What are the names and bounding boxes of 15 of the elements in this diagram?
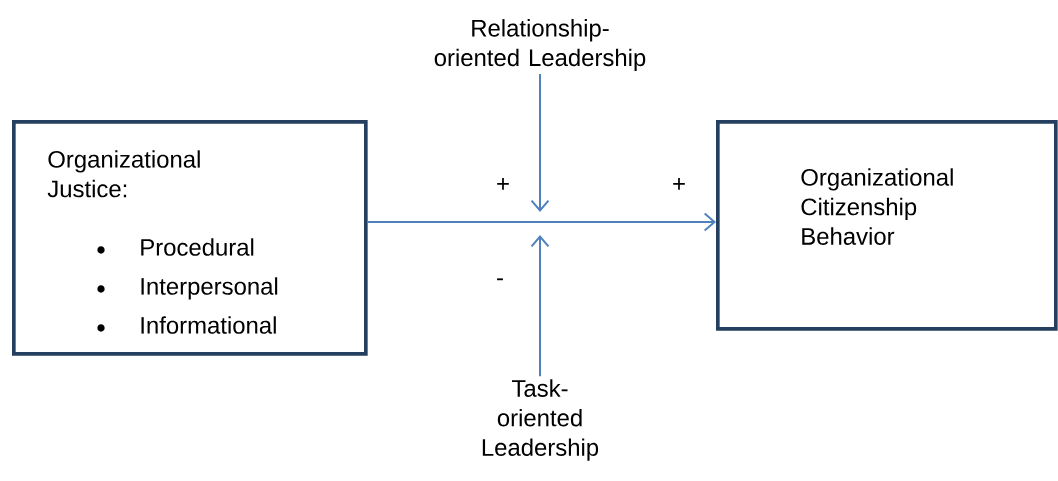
concept-box bbox=[716, 120, 1058, 331]
sign-label: - bbox=[497, 278, 503, 281]
construct-label: Relationship-oriented Leadership bbox=[434, 19, 646, 71]
arrow bbox=[366, 212, 716, 232]
box-text: Organizational Citizenship Behavior bbox=[801, 168, 953, 245]
heading-text: Organizational Justice: bbox=[47, 150, 200, 198]
arrow bbox=[530, 73, 550, 212]
concept-box bbox=[12, 120, 368, 356]
sign-label: + bbox=[497, 178, 509, 190]
list-item: Informational bbox=[141, 316, 276, 334]
arrow bbox=[530, 235, 550, 378]
list-item: Interpersonal bbox=[141, 277, 278, 300]
list-item: Procedural bbox=[141, 238, 254, 256]
sign-label: + bbox=[673, 178, 685, 190]
construct-label: Task-oriented Leadership bbox=[482, 379, 599, 461]
